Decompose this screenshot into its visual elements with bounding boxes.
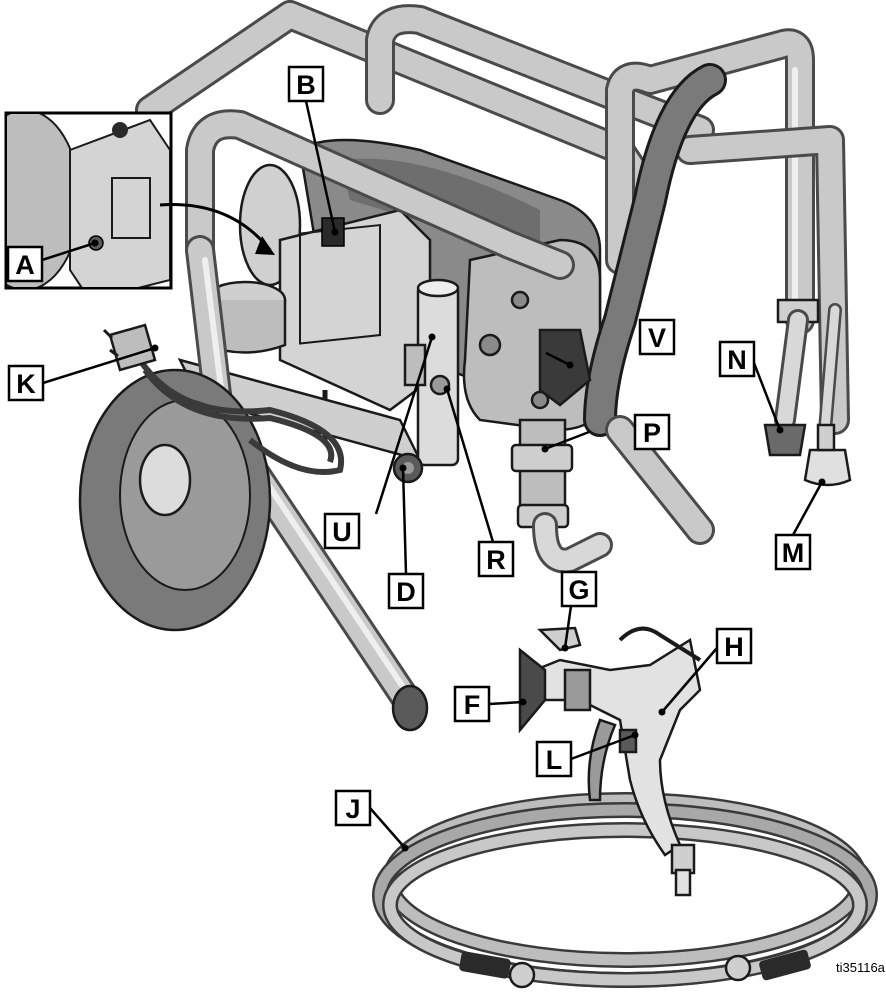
callout-n: N [718, 340, 756, 378]
svg-text:M: M [782, 538, 805, 568]
tip-guard [518, 647, 547, 734]
svg-text:H: H [724, 632, 744, 662]
callout-f: F [453, 685, 491, 723]
svg-text:R: R [486, 545, 506, 575]
hose-coil [372, 792, 878, 989]
svg-text:L: L [546, 745, 563, 775]
trigger [587, 718, 617, 802]
tip-guard-collar [563, 668, 592, 712]
svg-text:A: A [15, 250, 35, 280]
svg-text:U: U [332, 517, 352, 547]
cart-frame [135, 0, 850, 435]
callout-u: U [323, 512, 361, 550]
inlet-strainer [763, 423, 807, 457]
figure-id: ti35116a [836, 960, 886, 975]
prime-valve-knob [392, 452, 424, 484]
callout-h: H [715, 627, 753, 665]
power-plug [108, 323, 157, 372]
svg-text:B: B [296, 70, 316, 100]
drain-diffuser [803, 448, 852, 487]
svg-text:P: P [643, 418, 661, 448]
latch-v [538, 328, 592, 407]
svg-text:F: F [464, 690, 481, 720]
svg-text:N: N [727, 345, 747, 375]
callout-r: R [477, 540, 515, 578]
callout-a: A [6, 245, 44, 283]
callout-d: D [387, 572, 425, 610]
svg-text:G: G [568, 575, 589, 605]
spray-tip [537, 626, 582, 652]
drain-tube [803, 303, 852, 487]
suction-tube [763, 298, 820, 457]
svg-text:D: D [396, 577, 416, 607]
callout-l: L [535, 740, 573, 778]
svg-text:J: J [345, 794, 360, 824]
callout-b: B [287, 65, 325, 103]
callout-g: G [560, 570, 598, 608]
callout-k: K [7, 364, 45, 402]
pump-lower [510, 418, 613, 574]
callout-p: P [633, 413, 671, 451]
wheel [78, 368, 272, 632]
svg-text:V: V [648, 323, 666, 353]
callout-v: V [638, 318, 676, 356]
svg-text:K: K [16, 369, 36, 399]
leader-lines [41, 100, 826, 852]
callout-j: J [334, 789, 372, 827]
spray-gun [518, 626, 702, 897]
callout-m: M [774, 533, 812, 571]
